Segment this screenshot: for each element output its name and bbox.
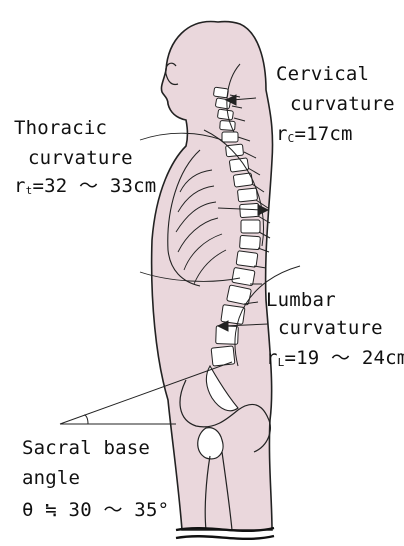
- lumbar-label-line1: Lumbar: [266, 288, 336, 312]
- cervical-radius: rC=17cm: [276, 122, 353, 149]
- cervical-r-value: =17cm: [294, 123, 352, 145]
- cervical-label-line1: Cervical: [276, 62, 369, 86]
- sacral-angle-value: θ ≒ 30 〜 35°: [22, 498, 169, 522]
- sacral-label-line2: angle: [22, 466, 80, 490]
- lumbar-r: r: [266, 347, 278, 369]
- thoracic-r: r: [14, 175, 26, 197]
- thoracic-radius: rt=32 〜 33cm: [14, 174, 156, 201]
- thoracic-r-sub: t: [26, 184, 33, 197]
- thoracic-label-line2: curvature: [28, 146, 133, 170]
- lumbar-label-line2: curvature: [278, 316, 383, 340]
- lumbar-r-value: =19 〜 24cm: [284, 347, 404, 369]
- ground-lines: [176, 528, 274, 539]
- thoracic-r-value: =32 〜 33cm: [32, 175, 156, 197]
- cervical-r: r: [276, 123, 288, 145]
- cervical-label-line2: curvature: [290, 92, 395, 116]
- thoracic-label-line1: Thoracic: [14, 116, 107, 140]
- lumbar-radius: rL=19 〜 24cm: [266, 346, 404, 373]
- sacral-label-line1: Sacral base: [22, 436, 150, 460]
- lumbar-r-sub: L: [278, 356, 285, 369]
- cervical-r-sub: C: [288, 132, 295, 145]
